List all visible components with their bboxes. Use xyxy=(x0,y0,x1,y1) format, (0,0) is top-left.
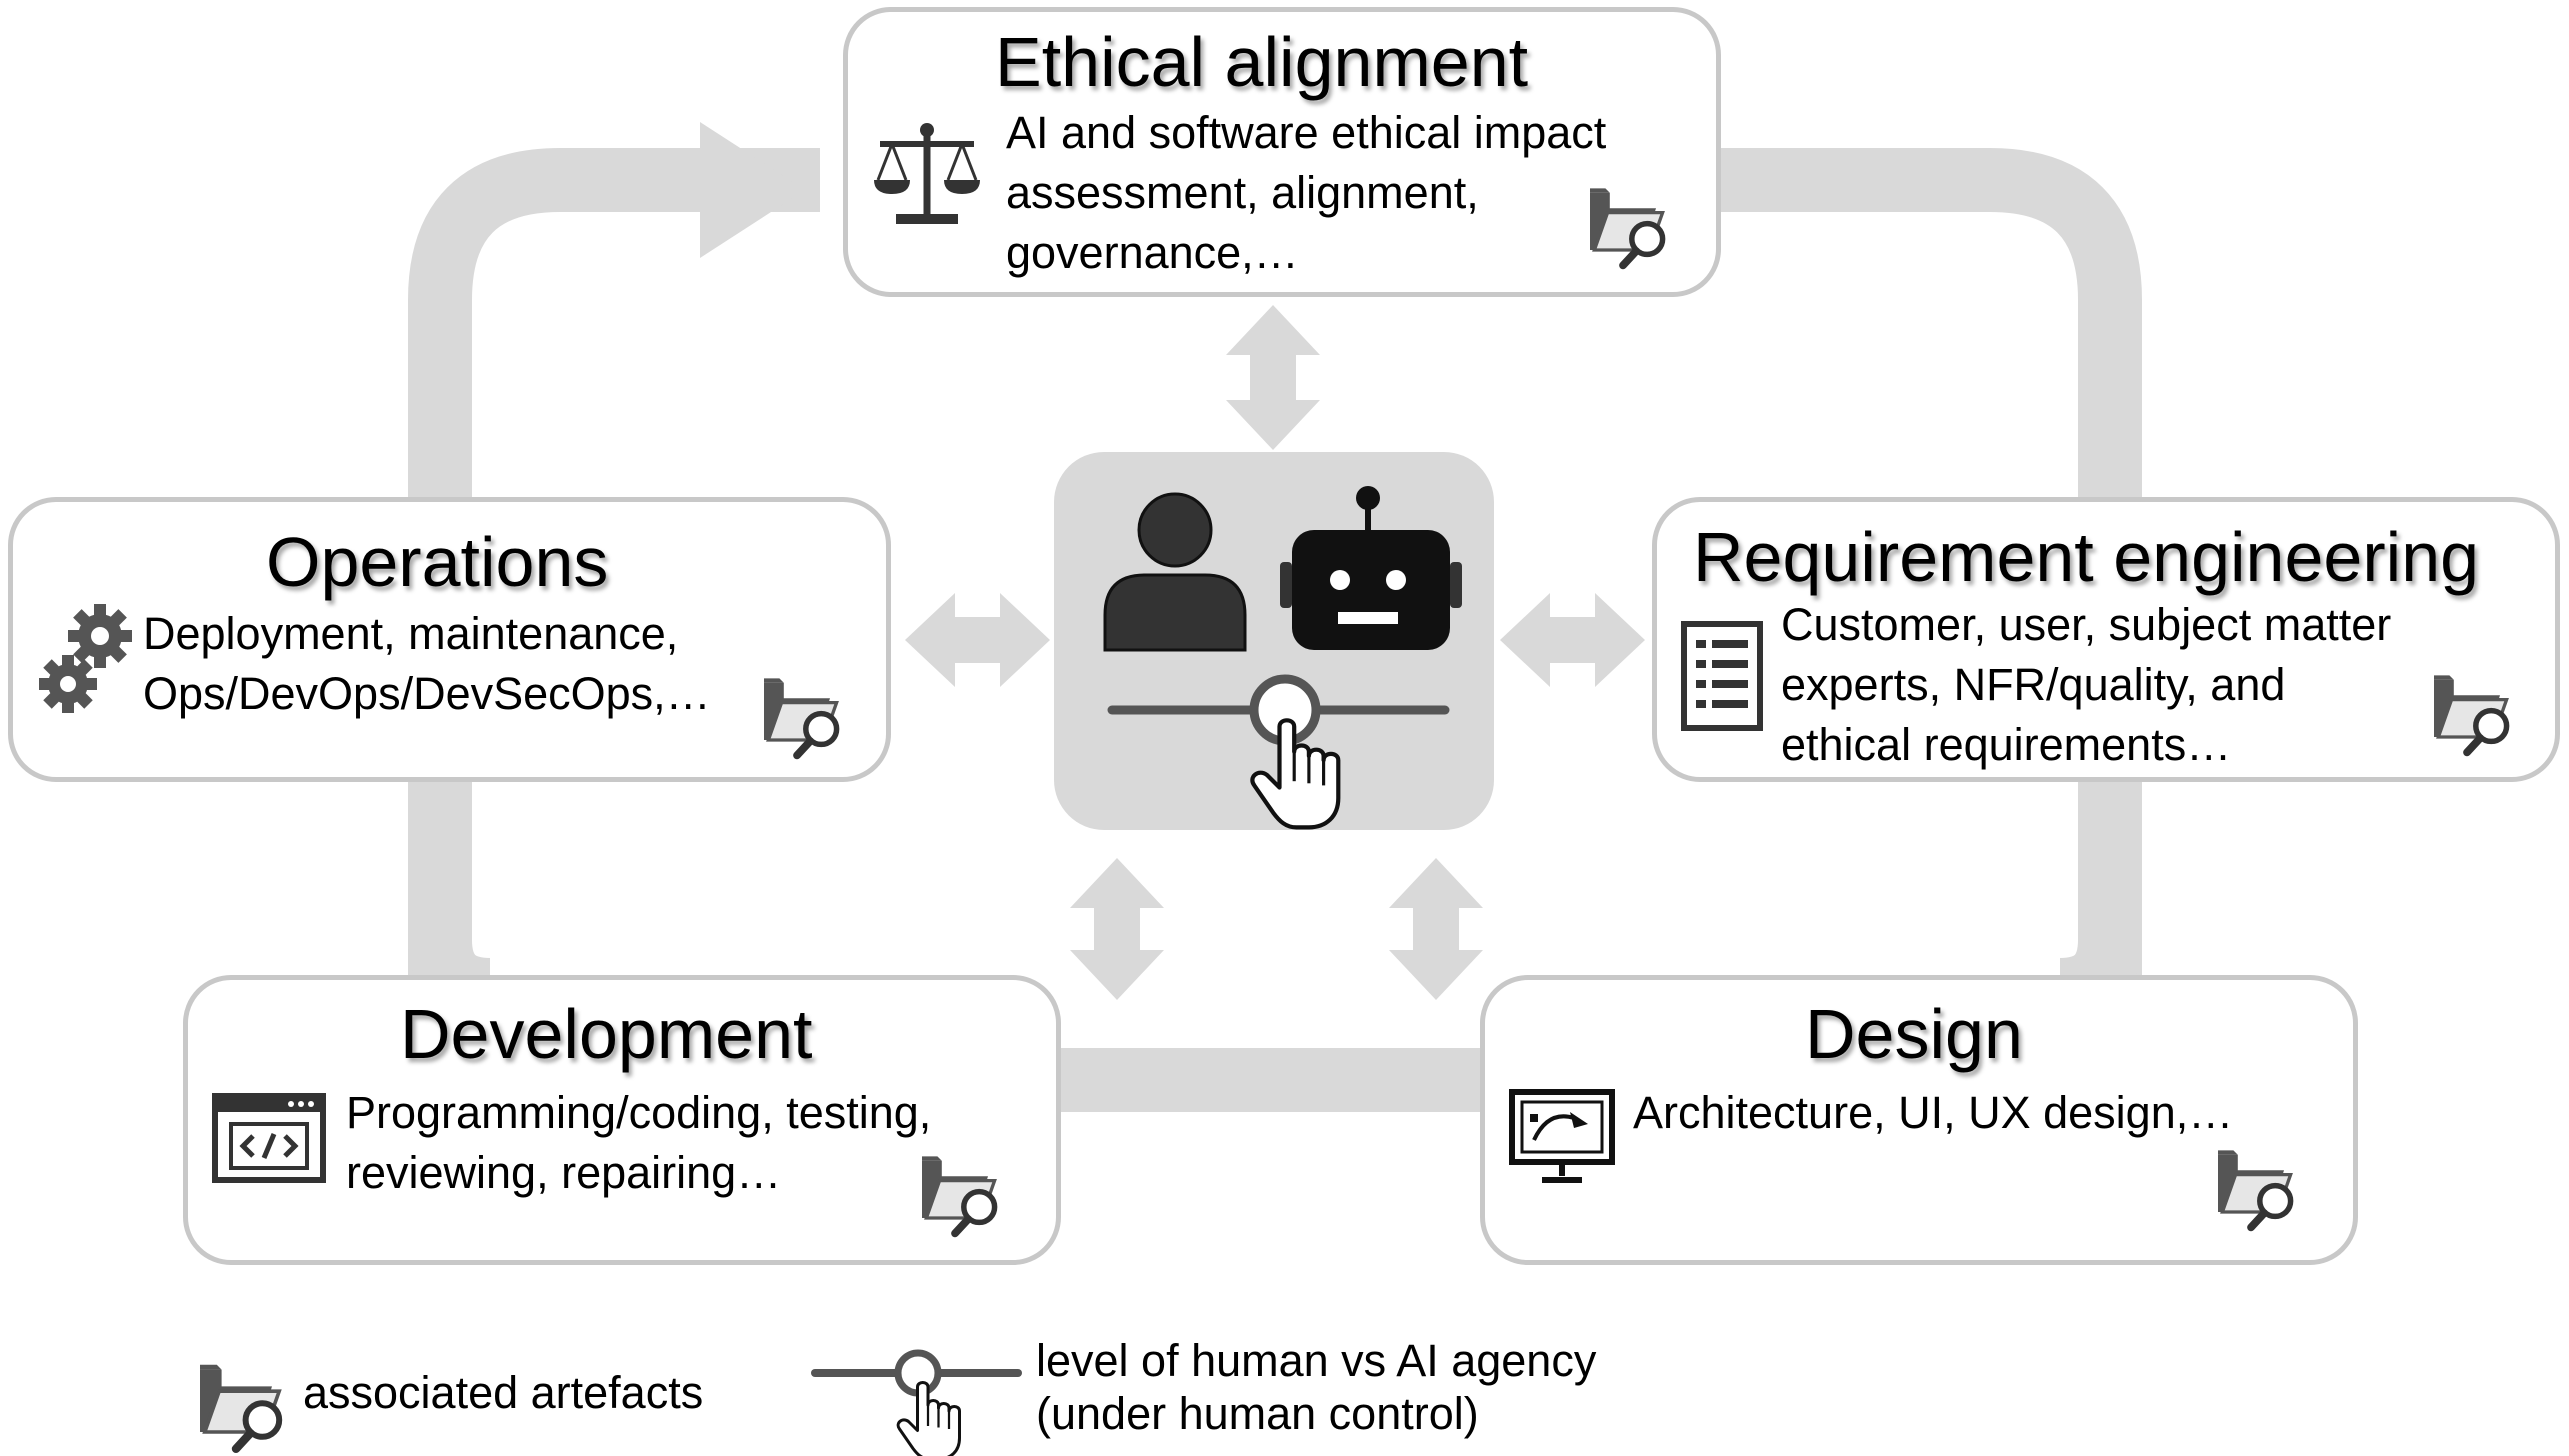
artefacts-folder-icon-ethical xyxy=(1586,178,1672,270)
stage-desc-requirements-1: Customer, user, subject matter xyxy=(1781,599,2392,650)
design-monitor-icon xyxy=(1509,1089,1615,1183)
stage-design xyxy=(1480,975,2358,1265)
gears-icon xyxy=(39,604,132,713)
stage-requirement-engineering xyxy=(1652,497,2560,782)
stage-desc-development-1: Programming/coding, testing, xyxy=(346,1087,932,1138)
stage-desc-ethical-3: governance,… xyxy=(1006,227,1299,278)
double-arrow-right xyxy=(1500,593,1645,687)
stage-operations xyxy=(8,497,891,782)
legend-artefacts-label: associated artefacts xyxy=(303,1367,704,1418)
stage-title-requirements: Requirement engineering xyxy=(1693,518,2480,596)
stage-desc-requirements-2: experts, NFR/quality, and xyxy=(1781,659,2286,710)
flow-arrowhead xyxy=(700,122,805,258)
stage-desc-ethical-2: assessment, alignment, xyxy=(1006,167,1479,218)
legend-agency-label-1: level of human vs AI agency xyxy=(1036,1335,1597,1386)
lifecycle-flow-path xyxy=(408,148,2142,1112)
code-window-icon xyxy=(212,1093,326,1183)
double-arrow-bottom-right xyxy=(1389,858,1483,1000)
stage-title-design: Design xyxy=(1805,995,2023,1073)
artefacts-folder-icon-development xyxy=(918,1146,1004,1238)
legend-agency-label-2: (under human control) xyxy=(1036,1388,1479,1439)
double-arrow-top xyxy=(1226,305,1320,450)
stage-ethical-alignment xyxy=(843,7,1721,297)
legend-slider-icon xyxy=(811,1349,1022,1397)
stage-desc-operations-2: Ops/DevOps/DevSecOps,… xyxy=(143,668,711,719)
checklist-icon xyxy=(1681,621,1763,731)
artefacts-folder-icon-design xyxy=(2214,1140,2300,1232)
legend-folder-icon xyxy=(200,1365,279,1449)
stage-title-development: Development xyxy=(400,995,813,1073)
scales-icon xyxy=(874,123,980,224)
stage-desc-ethical-1: AI and software ethical impact xyxy=(1006,107,1607,158)
double-arrow-bottom-left xyxy=(1070,858,1164,1000)
artefacts-folder-icon-operations xyxy=(760,668,846,760)
stage-desc-operations-1: Deployment, maintenance, xyxy=(143,608,679,659)
robot-icon xyxy=(1280,486,1462,650)
artefacts-folder-icon-requirements xyxy=(2430,665,2516,757)
stage-title-operations: Operations xyxy=(266,523,609,601)
stage-title-ethical: Ethical alignment xyxy=(995,23,1529,101)
stage-desc-design-1: Architecture, UI, UX design,… xyxy=(1633,1087,2234,1138)
double-arrow-left xyxy=(905,593,1050,687)
stage-development xyxy=(183,975,1061,1265)
stage-desc-requirements-3: ethical requirements… xyxy=(1781,719,2232,770)
person-icon xyxy=(1103,492,1247,652)
stage-desc-development-2: reviewing, repairing… xyxy=(346,1147,782,1198)
